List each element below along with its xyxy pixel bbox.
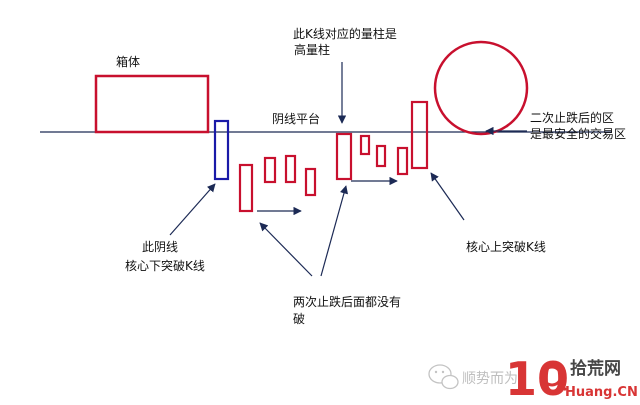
label-two-stops-line2: 破 (293, 311, 305, 326)
candle-3 (284, 154, 297, 184)
label-box: 箱体 (116, 54, 140, 69)
magnifier-icon (541, 365, 568, 392)
arrow-yin-candle (169, 183, 216, 236)
arrow-two-stops-right (320, 185, 349, 277)
watermark-left-text: 顺势而为 (462, 371, 518, 387)
candle-8 (396, 146, 409, 176)
candle-1 (238, 163, 254, 213)
arrow-core-up (430, 172, 465, 221)
candle-5-high-volume (335, 132, 353, 181)
watermark-site-url: Huang.CN (565, 385, 638, 400)
label-volume-line2: 高量柱 (294, 42, 330, 57)
watermark-site-number: 10 (505, 352, 569, 405)
label-safe-line1: 二次止跌后的区 (530, 110, 614, 125)
box-rect (94, 74, 210, 134)
candle-7 (375, 144, 387, 168)
candle-9-breakout (410, 100, 429, 170)
label-yin-line1: 此阴线 (142, 240, 178, 254)
label-safe-line2: 是最安全的交易区 (530, 126, 626, 141)
candle-4 (304, 167, 317, 197)
candle-6 (359, 134, 371, 156)
wechat-icon (428, 364, 459, 390)
label-core-up: 核心上突破K线 (466, 239, 546, 254)
label-yin-line2: 核心下突破K线 (125, 258, 205, 273)
arrow-two-stops-left (259, 222, 313, 277)
label-two-stops-line1: 两次止跌后面都没有 (293, 294, 401, 309)
safe-zone-circle (433, 40, 529, 136)
label-volume-line1: 此K线对应的量柱是 (293, 26, 397, 41)
watermark: 顺势而为 10 拾荒网 Huang.CN (428, 352, 638, 405)
candle-2 (263, 156, 277, 184)
label-yin-platform: 阴线平台 (272, 111, 320, 126)
yin-candle-blue (213, 119, 230, 181)
watermark-site-name: 拾荒网 (570, 358, 621, 379)
